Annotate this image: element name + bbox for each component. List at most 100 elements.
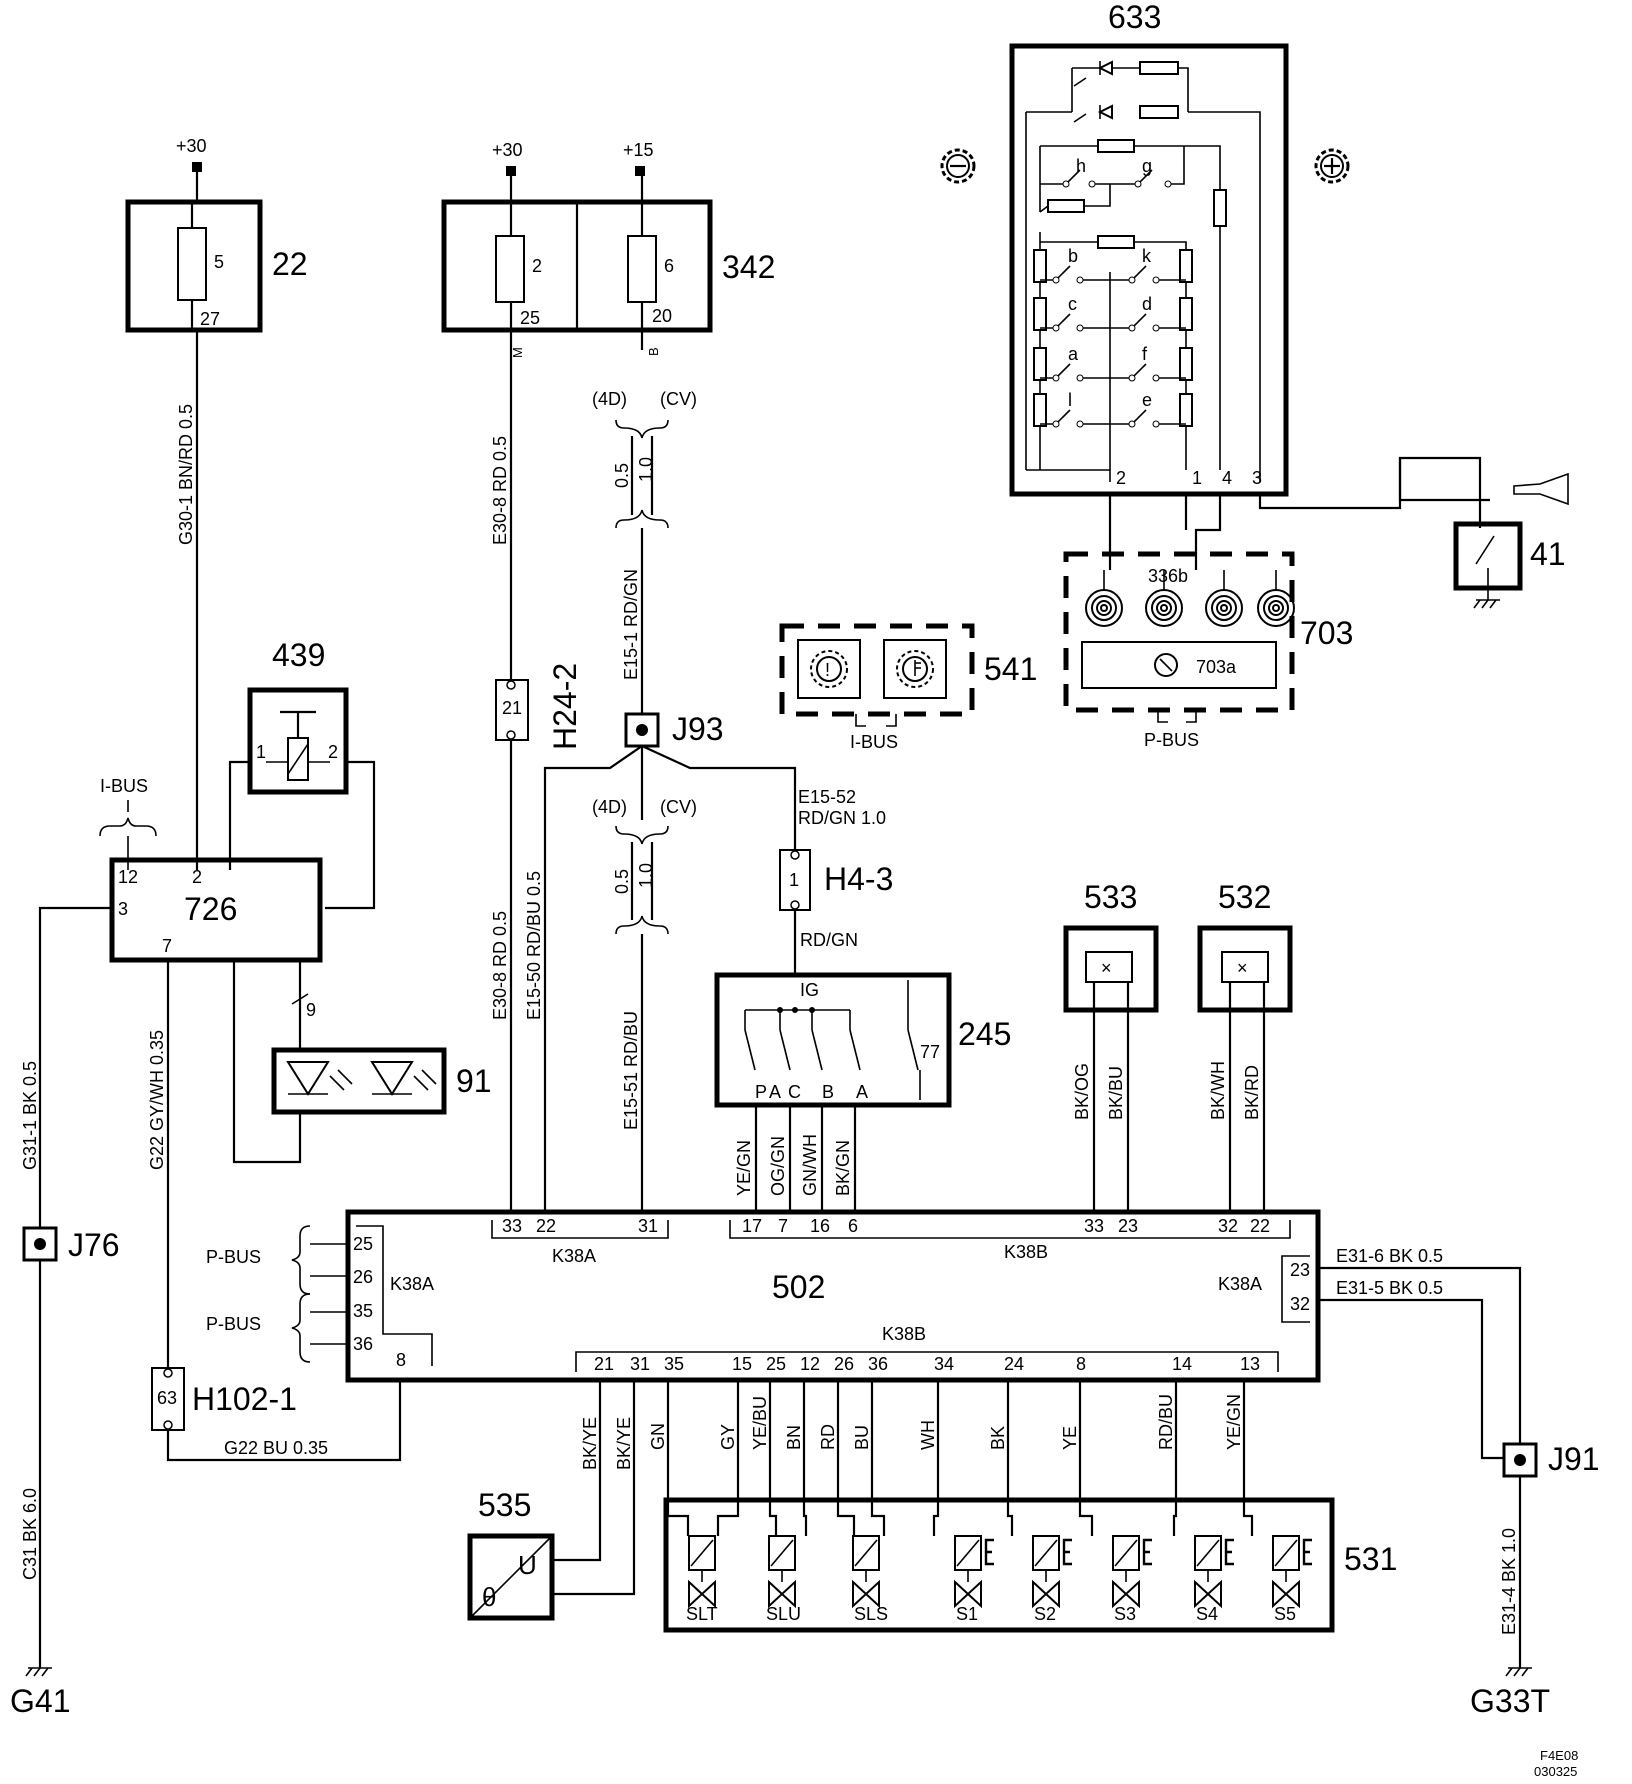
pin-number: 7 xyxy=(778,1216,788,1236)
wire-color: BK/RD xyxy=(1242,1065,1262,1120)
valve-label: SLU xyxy=(766,1604,801,1624)
valve-label: S3 xyxy=(1114,1604,1136,1624)
wire-color: BK/YE xyxy=(614,1417,634,1470)
pin-number: 3 xyxy=(1252,468,1262,488)
pin-number: 32 xyxy=(1218,1216,1238,1236)
plus-gear-icon xyxy=(1314,148,1350,184)
valve-icon xyxy=(852,1535,880,1609)
wire-label-e15-52: E15-52 xyxy=(798,787,856,807)
connector-id: H102-1 xyxy=(192,1381,297,1417)
pin-number: 25 xyxy=(353,1234,373,1254)
pin-number: 12 xyxy=(118,867,138,887)
pin-number: 25 xyxy=(766,1354,786,1374)
wire-label-e30-8: E30-8 RD 0.5 xyxy=(490,436,510,545)
wire-label-e30-8b: E30-8 RD 0.5 xyxy=(490,911,510,1020)
component-id: 541 xyxy=(984,651,1037,687)
wire-color: WH xyxy=(918,1420,938,1450)
pin-number: 26 xyxy=(353,1267,373,1287)
solenoid-block-531: 531 SLT SLU SLS S1 S2 S3 S4 S5 xyxy=(663,1497,1397,1633)
module-726: I-BUS 12 2 3 7 726 xyxy=(99,776,323,963)
k38a-right: K38A xyxy=(1218,1274,1262,1294)
p-bus-left: P-BUS P-BUS xyxy=(206,1225,348,1363)
pin-number: 25 xyxy=(520,308,540,328)
wire-color: BK/BU xyxy=(1106,1066,1126,1120)
temp-sensor-535: 535 θ U xyxy=(467,1487,555,1621)
bus-count: 9 xyxy=(306,1000,316,1020)
connector-h24-2: 21 H24-2 xyxy=(495,663,583,750)
wire-color: YE/GN xyxy=(734,1140,754,1196)
wire-color: GN/WH xyxy=(800,1134,820,1196)
drawing-date: 030325 xyxy=(1534,1764,1577,1779)
pin-number: 16 xyxy=(810,1216,830,1236)
wire-label-rdgn: RD/GN xyxy=(800,930,858,950)
connector-h102-1: 63 H102-1 xyxy=(151,1367,297,1431)
svg-text:×: × xyxy=(1237,958,1248,978)
component-id: 439 xyxy=(272,637,325,673)
k38a-top: K38A xyxy=(552,1246,596,1266)
coil-icon xyxy=(1145,570,1183,627)
subcomponent-label: 336b xyxy=(1148,566,1188,586)
supply-label: +30 xyxy=(176,136,207,156)
pin-number: 17 xyxy=(742,1216,762,1236)
pin-number: 33 xyxy=(502,1216,522,1236)
bus-label: P-BUS xyxy=(206,1247,261,1267)
subcomponent-label: 703a xyxy=(1196,657,1237,677)
pin-number: 33 xyxy=(1084,1216,1104,1236)
switch-label: d xyxy=(1142,294,1152,314)
cable-split-upper: (4D) (CV) 0.5 1.0 E15-1 RD/GN xyxy=(592,389,697,714)
switch-label: b xyxy=(1068,246,1078,266)
component-id: 22 xyxy=(272,246,308,282)
ground-g41: G41 xyxy=(10,1667,70,1719)
fuse-number: 2 xyxy=(532,256,542,276)
wire-label-e15-51: E15-51 RD/BU xyxy=(621,1011,641,1130)
pin-number: 21 xyxy=(502,698,522,718)
valve-icon xyxy=(1112,1535,1152,1609)
pin-number: 1 xyxy=(789,870,799,890)
component-532: 532 × BK/WH BK/RD xyxy=(1197,879,1293,1212)
terminal-label: B xyxy=(646,347,661,356)
variant-label: (CV) xyxy=(660,797,697,817)
wire-color: GN xyxy=(648,1423,668,1450)
pin-number: 20 xyxy=(652,306,672,326)
valve-icon xyxy=(688,1535,716,1609)
switch-label: e xyxy=(1142,390,1152,410)
wire-label-e15-52b: RD/GN 1.0 xyxy=(798,808,886,828)
pin-number: 15 xyxy=(732,1354,752,1374)
component-id: 703 xyxy=(1300,615,1353,651)
pin-number: 7 xyxy=(162,936,172,956)
pin-8: 8 xyxy=(396,1350,406,1370)
module-id: 502 xyxy=(772,1269,825,1305)
valve-label: S2 xyxy=(1034,1604,1056,1624)
wire-color: BK/OG xyxy=(1072,1063,1092,1120)
wire-label-e31-4: E31-4 BK 1.0 xyxy=(1499,1528,1519,1635)
wire-label-e31-5: E31-5 BK 0.5 xyxy=(1336,1278,1443,1298)
wire-color: RD xyxy=(818,1424,838,1450)
wire-label-c31: C31 BK 6.0 xyxy=(20,1488,40,1580)
pin-number: 3 xyxy=(118,899,128,919)
component-id: 91 xyxy=(456,1063,492,1099)
wire-color: OG/GN xyxy=(768,1136,788,1196)
pin-number: 2 xyxy=(1116,468,1126,488)
pin-number: 27 xyxy=(200,309,220,329)
wire-label-g22a: G22 GY/WH 0.35 xyxy=(147,1030,167,1170)
wire-label-g22b: G22 BU 0.35 xyxy=(224,1438,328,1458)
wire-color: BK/GN xyxy=(833,1140,853,1196)
valve-label: SLT xyxy=(686,1604,718,1624)
valve-label: S4 xyxy=(1196,1604,1218,1624)
k38a-left: K38A xyxy=(390,1274,434,1294)
pin-number: 31 xyxy=(638,1216,658,1236)
wire-label-e15-1: E15-1 RD/GN xyxy=(621,569,641,680)
u-symbol: U xyxy=(518,1550,537,1580)
variant-label: (CV) xyxy=(660,389,697,409)
size-label: 1.0 xyxy=(636,457,656,482)
switch-label: a xyxy=(1068,344,1079,364)
connector-id: H4-3 xyxy=(824,861,893,897)
pin-number: 22 xyxy=(536,1216,556,1236)
coil-icon xyxy=(1085,570,1123,627)
pin-number: 24 xyxy=(1004,1354,1024,1374)
wire-color: BK/YE xyxy=(580,1417,600,1470)
valve-icon xyxy=(1032,1535,1072,1609)
splice-id: J93 xyxy=(672,711,724,747)
component-633: 633 h g b k c d a f l e 2 1 4 3 xyxy=(1009,0,1289,497)
pin-number: 21 xyxy=(594,1354,614,1374)
